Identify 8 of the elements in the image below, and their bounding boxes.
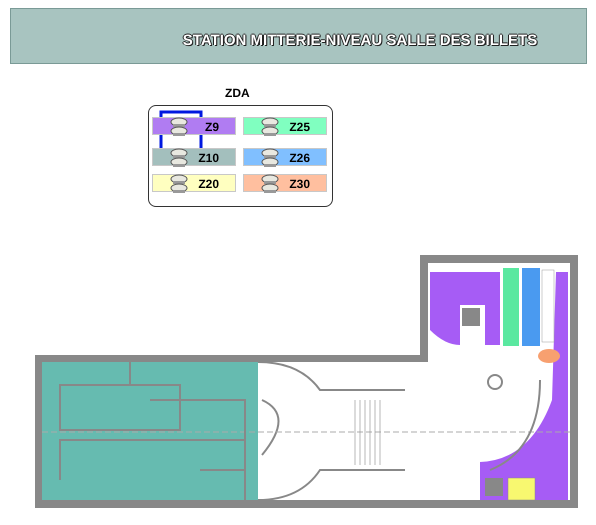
zone-label: Z26: [289, 151, 310, 165]
zone-label: Z20: [198, 177, 219, 191]
zone-label: Z9: [204, 120, 219, 134]
zone-label: Z25: [289, 120, 310, 134]
page-title: STATION MITTERIE-NIVEAU SALLE DES BILLETS: [182, 32, 538, 49]
zone-label: Z10: [198, 151, 219, 165]
legend-title: ZDA: [225, 86, 250, 100]
zone-label: Z30: [289, 177, 310, 191]
